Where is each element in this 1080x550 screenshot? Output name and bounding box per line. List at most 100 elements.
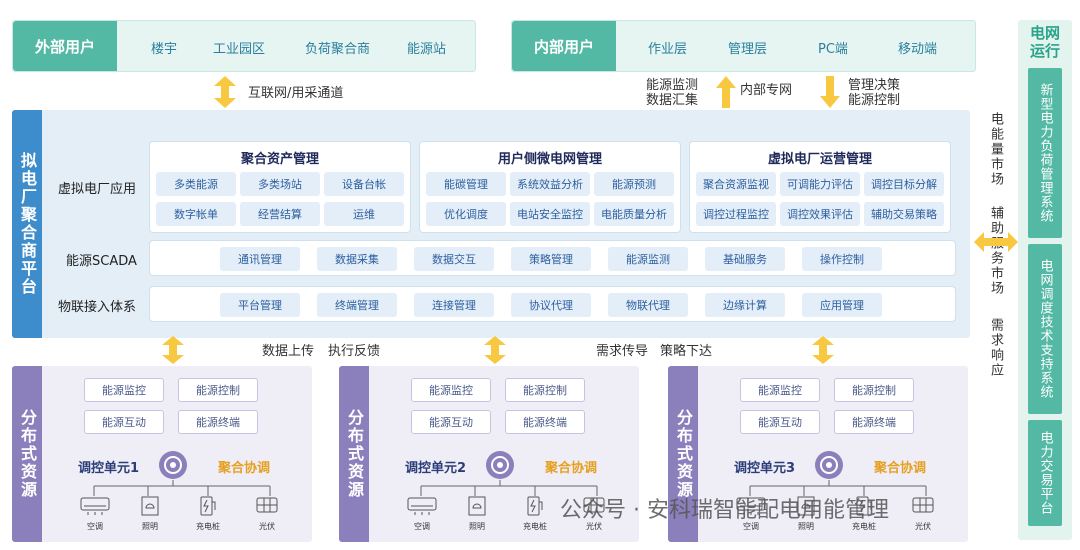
scada-label: 能源SCADA [66, 254, 137, 269]
chip-energy-control: 能源控制 [178, 378, 258, 402]
scada-item-monitor: 能源监测 [608, 247, 688, 271]
gear-icon [159, 451, 187, 479]
double-arrow-icon [812, 336, 834, 364]
device-charging-label: 充电桩 [523, 522, 547, 531]
grid-operation-title: 电网 运行 [1018, 24, 1072, 60]
internet-channel-label: 互联网/用采通道 [248, 86, 344, 101]
watermark: 公众号 · 安科瑞智能配电用能管理 [560, 498, 889, 523]
chip-energy-interaction: 能源互动 [740, 410, 820, 434]
private-network-label: 内部专网 [740, 83, 793, 98]
distributed-label: 分布式资源 [339, 366, 369, 542]
panel-title: 聚合资产管理 [240, 152, 319, 167]
scada-item-acquisition: 数据采集 [317, 247, 397, 271]
scada-strip: 通讯管理 数据采集 数据交互 策略管理 能源监测 基础服务 操作控制 [149, 240, 956, 276]
internal-item-mobile: 移动端 [898, 42, 938, 57]
chip-device-ledger: 设备台帐 [324, 172, 404, 196]
tree-connector [93, 480, 271, 496]
control-unit-label: 调控单元1 [78, 461, 140, 476]
chip-effect-eval: 调控效果评估 [780, 202, 860, 226]
energy-control-label: 能源控制 [848, 93, 901, 108]
strategy-issue-label: 策略下达 [660, 344, 713, 359]
demand-transmit-label: 需求传导 [596, 344, 649, 359]
grid-load-management-system: 新型电力负荷管理系统 [1028, 68, 1062, 238]
chip-digital-bill: 数字帐单 [156, 202, 236, 226]
air-conditioner-icon [736, 497, 766, 515]
chip-energy-terminal: 能源终端 [178, 410, 258, 434]
device-ac-label: 空调 [743, 522, 759, 531]
lighting-icon [141, 496, 159, 516]
internal-item-management-layer: 管理层 [728, 42, 768, 57]
aggregation-coordination-label: 聚合协调 [874, 461, 927, 476]
external-item-building: 楼宇 [151, 42, 178, 57]
distributed-label: 分布式资源 [12, 366, 42, 542]
solar-panel-icon [256, 497, 278, 513]
charging-pile-icon [200, 496, 216, 516]
internal-users-bar: 内部用户 作业层 管理层 PC端 移动端 [511, 20, 976, 72]
data-upload-label: 数据上传 [262, 344, 315, 359]
lighting-icon [468, 496, 486, 516]
chip-energy-monitor: 能源监控 [411, 378, 491, 402]
gear-icon [486, 451, 514, 479]
external-users-bar: 外部用户 楼宇 工业园区 负荷聚合商 能源站 [12, 20, 476, 72]
grid-dispatch-system: 电网调度技术支持系统 [1028, 244, 1062, 414]
device-solar-label: 光伏 [915, 522, 931, 531]
chip-safety-monitor: 电站安全监控 [510, 202, 590, 226]
solar-panel-icon [912, 497, 934, 513]
solar-panel-icon [583, 497, 605, 513]
gear-icon [815, 451, 843, 479]
energy-monitor-label: 能源监测 [646, 78, 699, 93]
iot-label: 物联接入体系 [58, 300, 137, 315]
device-lighting-label: 照明 [798, 522, 814, 531]
iot-item-edge: 边缘计算 [705, 293, 785, 317]
chip-maintenance: 运维 [324, 202, 404, 226]
iot-strip: 平台管理 终端管理 连接管理 协议代理 物联代理 边缘计算 应用管理 [149, 286, 956, 322]
horizontal-double-arrow-icon [974, 232, 1018, 252]
microgrid-management-panel: 用户侧微电网管理 能碳管理 系统效益分析 能源预测 优化调度 电站安全监控 电能… [419, 141, 681, 233]
device-ac-label: 空调 [414, 522, 430, 531]
chip-energy-control: 能源控制 [505, 378, 585, 402]
chip-trade-strategy: 辅助交易策略 [864, 202, 944, 226]
double-arrow-icon [484, 336, 506, 364]
up-arrow-icon [716, 76, 736, 108]
double-arrow-icon [162, 336, 184, 364]
grid-title-line2: 运行 [1029, 42, 1060, 60]
decision-label: 管理决策 [848, 78, 901, 93]
scada-item-exchange: 数据交互 [414, 247, 494, 271]
platform-label: 拟电厂聚合商平台 [12, 110, 42, 338]
lighting-icon [797, 496, 815, 516]
control-unit-label: 调控单元3 [734, 461, 796, 476]
vpp-operation-panel: 虚拟电厂运营管理 聚合资源监视 可调能力评估 调控目标分解 调控过程监控 调控效… [689, 141, 951, 233]
distributed-label: 分布式资源 [668, 366, 698, 542]
execution-feedback-label: 执行反馈 [328, 344, 381, 359]
grid-trading-platform: 电力交易平台 [1028, 420, 1062, 526]
chip-forecast: 能源预测 [594, 172, 674, 196]
charging-pile-icon [856, 496, 872, 516]
chip-target-split: 调控目标分解 [864, 172, 944, 196]
chip-energy-interaction: 能源互动 [84, 410, 164, 434]
tree-connector [749, 480, 927, 496]
iot-item-connection: 连接管理 [414, 293, 494, 317]
chip-carbon: 能碳管理 [426, 172, 506, 196]
device-charging-label: 充电桩 [196, 522, 220, 531]
iot-item-app: 应用管理 [802, 293, 882, 317]
external-item-energy-station: 能源站 [407, 42, 447, 57]
iot-item-platform: 平台管理 [220, 293, 300, 317]
device-solar-label: 光伏 [586, 522, 602, 531]
internal-item-operation-layer: 作业层 [648, 42, 688, 57]
chip-capacity-eval: 可调能力评估 [780, 172, 860, 196]
chip-multi-energy: 多类能源 [156, 172, 236, 196]
aggregation-coordination-label: 聚合协调 [545, 461, 598, 476]
panel-title: 虚拟电厂运营管理 [767, 152, 872, 167]
chip-power-quality: 电能质量分析 [594, 202, 674, 226]
market-demand-response: 需求响应 [988, 318, 1003, 378]
vpp-app-label: 虚拟电厂应用 [58, 182, 137, 197]
internal-item-pc: PC端 [818, 42, 848, 57]
down-arrow-icon [820, 76, 840, 108]
air-conditioner-icon [407, 497, 437, 515]
chip-multi-station: 多类场站 [240, 172, 320, 196]
market-energy: 电能量市场 [988, 112, 1003, 187]
chip-energy-control: 能源控制 [834, 378, 914, 402]
iot-item-terminal: 终端管理 [317, 293, 397, 317]
chip-energy-terminal: 能源终端 [834, 410, 914, 434]
data-collection-label: 数据汇集 [646, 93, 699, 108]
